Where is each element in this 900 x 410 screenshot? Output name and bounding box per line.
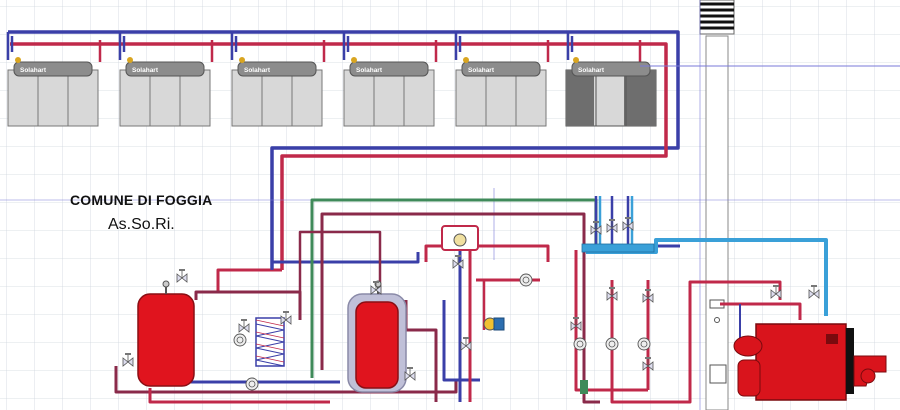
solar-collector: Solahart	[119, 57, 211, 127]
plate-heat-exchanger	[255, 317, 285, 367]
solar-collector-highlighted: Solahart	[565, 57, 657, 127]
actuator-motor	[493, 317, 505, 331]
project-title: COMUNE DI FOGGIA	[70, 192, 213, 208]
solar-collector: Solahart	[343, 57, 435, 127]
storage-tank-right	[347, 280, 407, 393]
project-subtitle: As.So.Ri.	[108, 216, 175, 233]
collector-brand-label: Solahart	[468, 67, 495, 74]
solar-collector: Solahart	[231, 57, 323, 127]
expansion-vessel	[441, 225, 479, 251]
chimney-flue	[699, 0, 735, 410]
solar-collector: Solahart	[7, 57, 99, 127]
collector-brand-label: Solahart	[244, 67, 271, 74]
collector-header-pipes	[6, 30, 680, 270]
cold-water-manifold	[581, 243, 655, 253]
solar-collector: Solahart	[455, 57, 547, 127]
flow-meter	[580, 380, 588, 394]
collector-brand-label: Solahart	[578, 67, 605, 74]
boiler	[733, 323, 887, 401]
valves-and-pumps	[122, 216, 820, 394]
collector-brand-label: Solahart	[356, 67, 383, 74]
collector-brand-label: Solahart	[20, 67, 47, 74]
collector-brand-label: Solahart	[132, 67, 159, 74]
storage-tank-left	[137, 280, 195, 387]
